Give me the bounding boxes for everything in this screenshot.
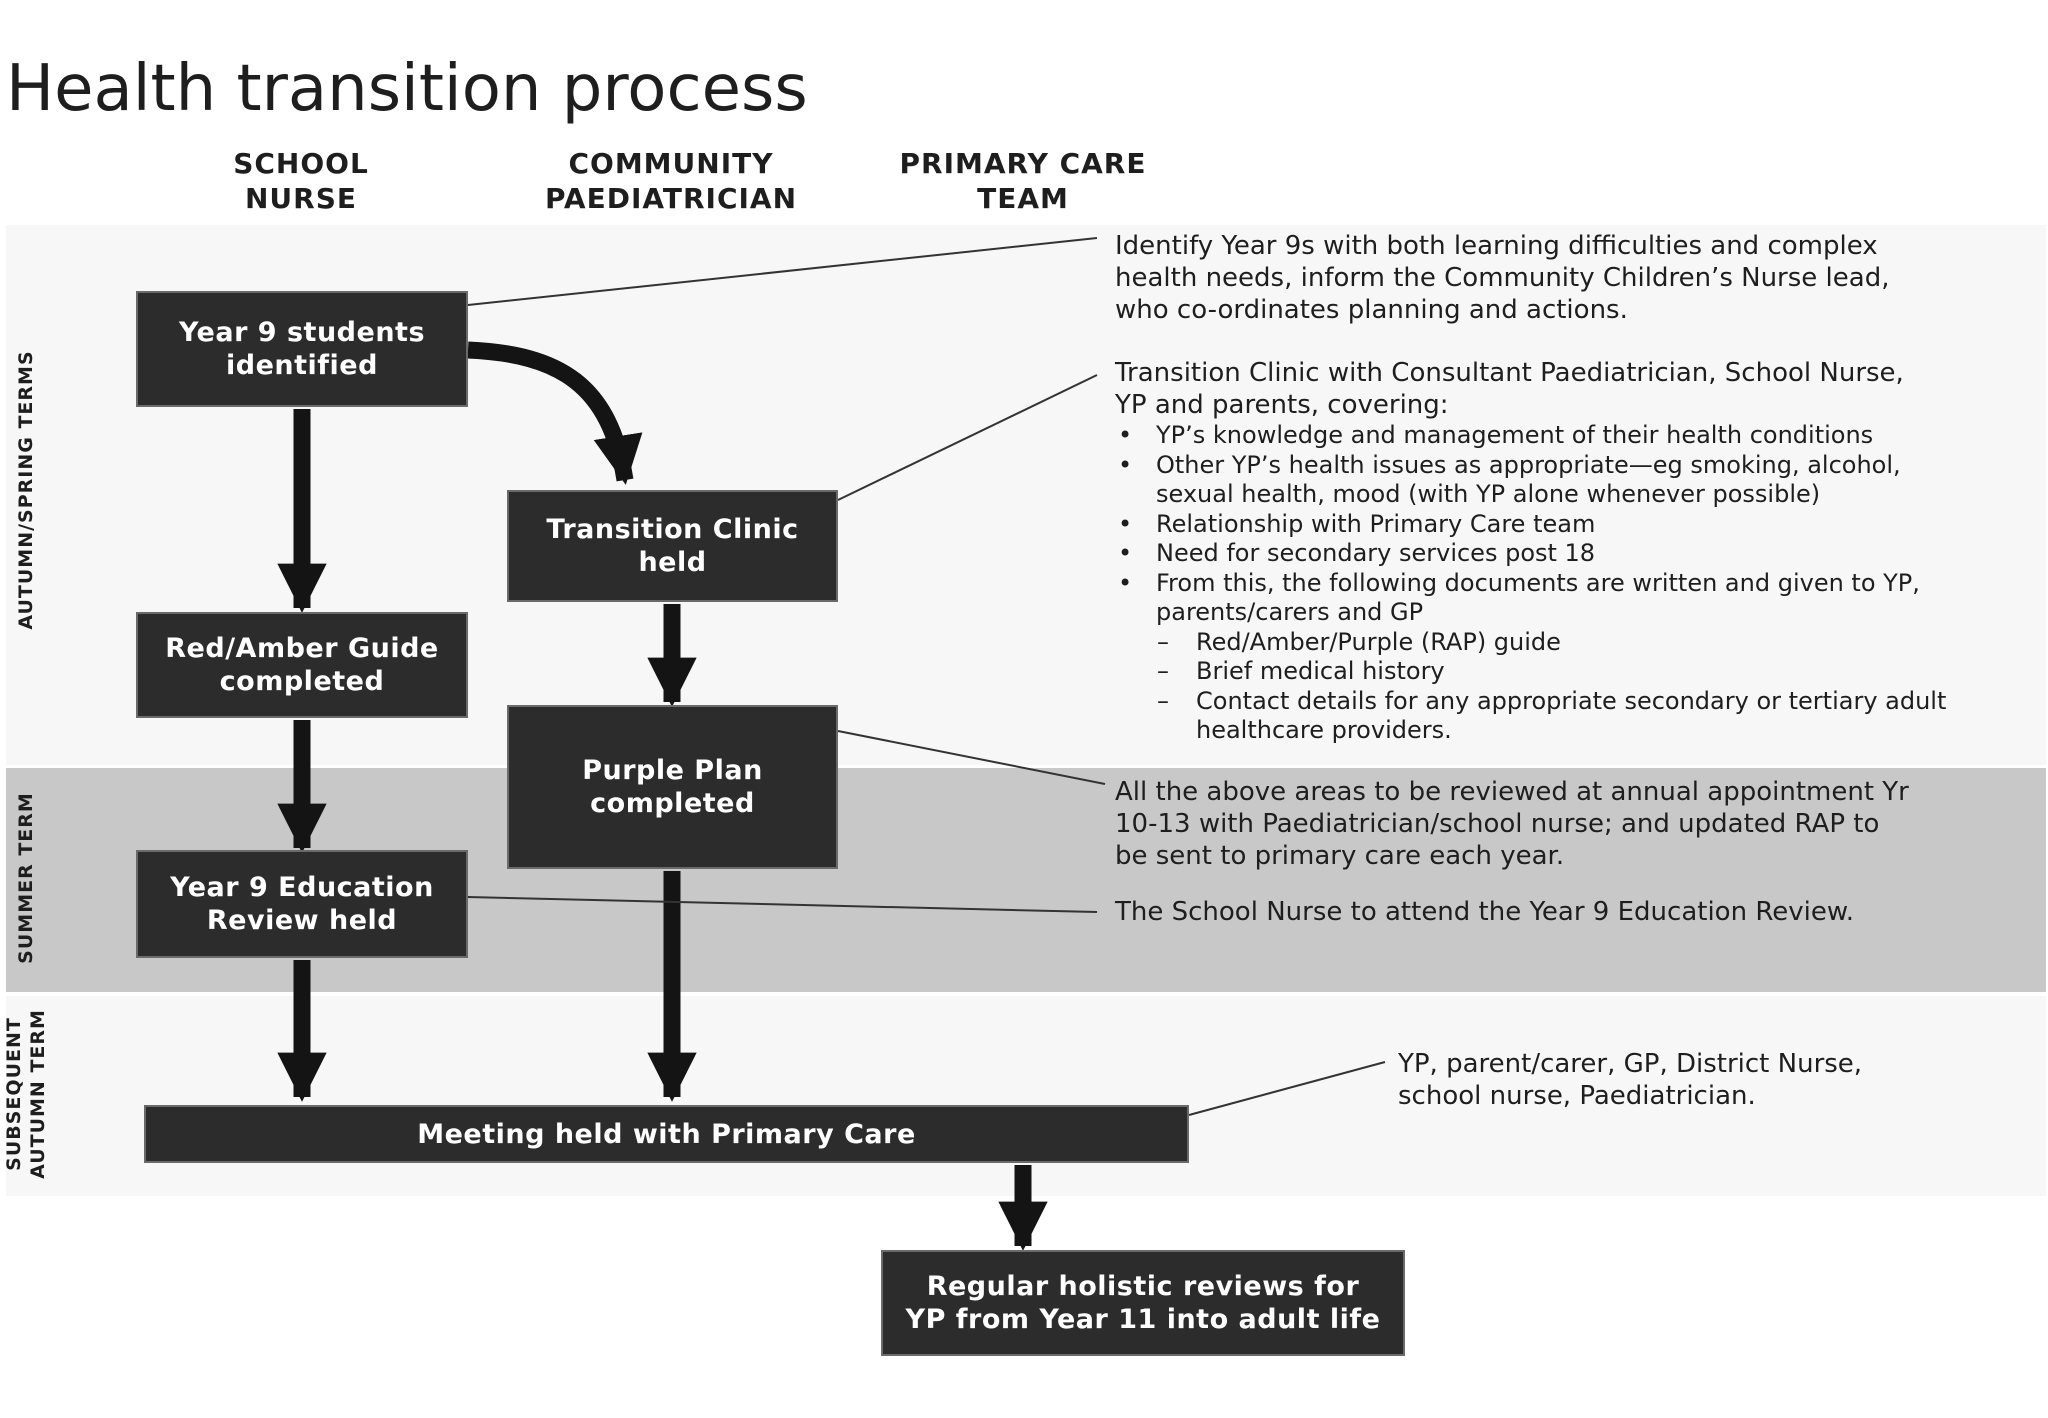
note-line: Transition Clinic with Consultant Paedia… [1115,358,1904,388]
step-label-line: YP from Year 11 into adult life [905,1304,1381,1335]
sub-list-item: Contact details for any appropriate seco… [1115,687,1946,717]
note-school-nurse-attend: The School Nurse to attend the Year 9 Ed… [1115,896,1854,928]
step-label-line: Purple Plan [582,755,763,786]
step-label-line: Year 9 students [178,317,426,348]
callout-attend [467,896,1098,913]
step-year9-education-review-held: Year 9 Education Review held [136,850,468,958]
step-year9-students-identified: Year 9 students identified [136,291,468,407]
list-item: From this, the following documents are w… [1115,569,1946,599]
callout-lines [467,237,1386,1116]
note-line: school nurse, Paediatrician. [1398,1081,1756,1111]
list-item-continuation: parents/carers and GP [1156,598,1424,626]
note-identify-year9s: Identify Year 9s with both learning diff… [1115,230,1889,326]
sub-list-item: Red/Amber/Purple (RAP) guide [1115,628,1946,658]
note-annual-review: All the above areas to be reviewed at an… [1115,776,1909,872]
step-transition-clinic-held: Transition Clinic held [507,490,838,602]
note-line: 10-13 with Paediatrician/school nurse; a… [1115,809,1880,839]
list-item: Need for secondary services post 18 [1115,539,1946,569]
note-line: YP and parents, covering: [1115,390,1449,420]
step-label-line: Review held [206,905,398,936]
step-label-line: held [638,547,707,578]
step-purple-plan-completed: Purple Plan completed [507,705,838,869]
list-item: YP’s knowledge and management of their h… [1115,421,1946,451]
list-item: Other YP’s health issues as appropriate—… [1115,451,1946,481]
sub-list-item: Brief medical history [1115,657,1946,687]
note-line: who co-ordinates planning and actions. [1115,295,1628,325]
step-label-line: Red/Amber Guide [165,633,439,664]
step-red-amber-guide-completed: Red/Amber Guide completed [136,612,468,718]
step-regular-holistic-reviews: Regular holistic reviews for YP from Yea… [881,1250,1405,1356]
note-line: All the above areas to be reviewed at an… [1115,777,1909,807]
column-header-school-nurse: SCHOOL NURSE [233,146,369,216]
step-label-line: Regular holistic reviews for [926,1271,1360,1302]
column-header-line: PRIMARY CARE [899,147,1147,180]
arrow-identified-to-clinic [467,341,643,485]
step-label-line: identified [226,350,378,381]
step-label-line: Year 9 Education [170,872,434,903]
column-header-line: NURSE [244,182,358,215]
note-transition-clinic: Transition Clinic with Consultant Paedia… [1115,357,1946,746]
list-item: Relationship with Primary Care team [1115,510,1946,540]
note-line: The School Nurse to attend the Year 9 Ed… [1115,897,1854,927]
page-title: Health transition process [6,52,808,126]
note-line: YP, parent/carer, GP, District Nurse, [1398,1049,1863,1079]
flow-arrows [277,341,1048,1251]
note-line: health needs, inform the Community Child… [1115,263,1890,293]
column-header-line: PAEDIATRICIAN [544,182,798,215]
note-line: be sent to primary care each year. [1115,841,1565,871]
column-header-primary-care-team: PRIMARY CARE TEAM [900,146,1147,216]
list-item-continuation: sexual health, mood (with YP alone whene… [1156,480,1821,508]
column-header-community-paediatrician: COMMUNITY PAEDIATRICIAN [545,146,797,216]
step-label-line: completed [219,666,385,697]
step-label-line: Transition Clinic [546,514,799,545]
note-line: Identify Year 9s with both learning diff… [1115,231,1878,261]
step-label-line: Meeting held with Primary Care [417,1118,916,1150]
step-meeting-with-primary-care: Meeting held with Primary Care [144,1105,1189,1163]
sub-list-item-continuation: healthcare providers. [1196,716,1452,744]
column-header-line: TEAM [977,182,1069,215]
clinic-coverage-list: YP’s knowledge and management of their h… [1115,421,1946,746]
step-label-line: completed [590,788,755,819]
column-header-line: SCHOOL [233,147,369,180]
callout-identify [467,237,1098,306]
callout-clinic [837,374,1098,501]
callout-annual [837,730,1106,785]
note-meeting-attendees: YP, parent/carer, GP, District Nurse, sc… [1398,1048,1862,1112]
callout-attendees [1188,1061,1386,1116]
column-header-line: COMMUNITY [568,147,774,180]
